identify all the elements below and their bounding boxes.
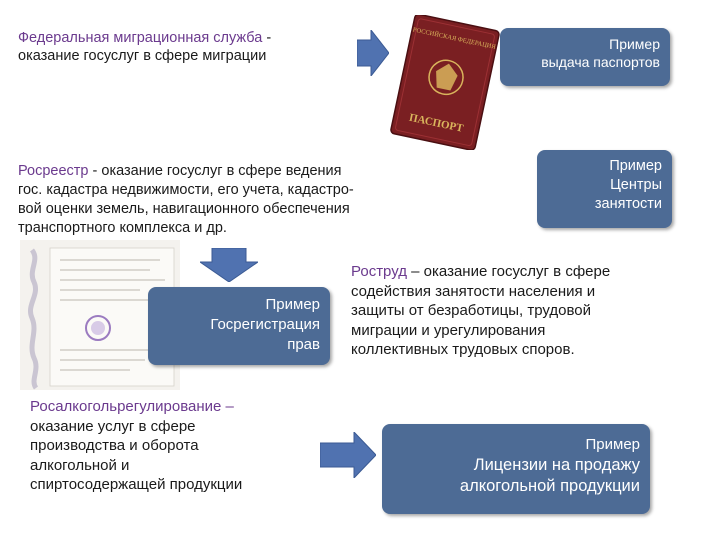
rostrud-example-line1: Пример <box>609 158 662 174</box>
rosalko-line1: оказание услуг в сфере <box>30 417 196 435</box>
fms-org-name: Федеральная миграционная служба <box>18 30 263 46</box>
rostrud-line5: коллективных трудовых споров. <box>351 341 575 358</box>
rosalko-line4: спиртосодержащей продукции <box>30 476 243 493</box>
rosalko-example-line2: Лицензии на продажу <box>473 456 640 475</box>
rosreestr-example-box: Пример Госрегистрация прав <box>148 287 330 365</box>
passport-image: РОССИЙСКАЯ ФЕДЕРАЦИЯ ПАСПОРТ <box>390 15 500 150</box>
rosreestr-text: Росреестр - оказание госуслуг в сфере ве… <box>18 162 354 237</box>
rostrud-line4: миграции и урегулирования <box>351 321 546 339</box>
rosreestr-example-line2: Госрегистрация <box>210 315 320 333</box>
rostrud-example-box: Пример Центры занятости <box>537 150 672 228</box>
rosreestr-line1: - оказание госуслуг в сфере ведения <box>88 163 342 179</box>
arrow-right-icon <box>320 432 376 478</box>
rosreestr-org-name: Росреестр <box>18 163 89 179</box>
rosalko-example-box: Пример Лицензии на продажу алкогольной п… <box>382 424 650 514</box>
arrow-right-icon <box>357 30 389 76</box>
rostrud-line3: защиты от безработицы, трудовой <box>351 302 592 319</box>
rosreestr-line2: гос. кадастра недвижимости, его учета, к… <box>18 181 354 198</box>
rosalko-text: Росалкогольрегулирование – оказание услу… <box>30 397 242 495</box>
rosalko-example-line3: алкогольной продукции <box>459 477 640 496</box>
rostrud-text: Роструд – оказание госуслуг в сфере соде… <box>351 262 610 360</box>
fms-desc-line2: оказание госуслуг в сфере миграции <box>18 47 267 64</box>
rostrud-line2: содействия занятости населения и <box>351 282 596 300</box>
fms-text: Федеральная миграционная служба - оказан… <box>18 30 271 65</box>
rosreestr-example-line3: прав <box>287 335 320 353</box>
rosreestr-line3: вой оценки земель, навигационного обеспе… <box>18 200 350 217</box>
fms-example-line2: выдача паспортов <box>541 54 660 71</box>
arrow-down-icon <box>200 248 258 282</box>
fms-desc-line1: - <box>262 30 272 46</box>
rostrud-example-line2: Центры <box>610 176 662 193</box>
rosalko-example-line1: Пример <box>585 436 641 453</box>
rosalko-line3: алкогольной и <box>30 456 130 474</box>
rosalko-line2: производства и оборота <box>30 437 199 454</box>
rostrud-org-name: Роструд <box>351 263 407 280</box>
rosreestr-example-line1: Пример <box>265 296 321 313</box>
rosalko-org-name: Росалкогольрегулирование – <box>30 398 234 415</box>
rostrud-line1: – оказание госуслуг в сфере <box>407 263 611 280</box>
rosreestr-line4: транспортного комплекса и др. <box>18 219 227 236</box>
rostrud-example-line3: занятости <box>594 195 662 212</box>
fms-example-box: Пример выдача паспортов <box>500 28 670 86</box>
fms-example-line1: Пример <box>609 36 660 52</box>
